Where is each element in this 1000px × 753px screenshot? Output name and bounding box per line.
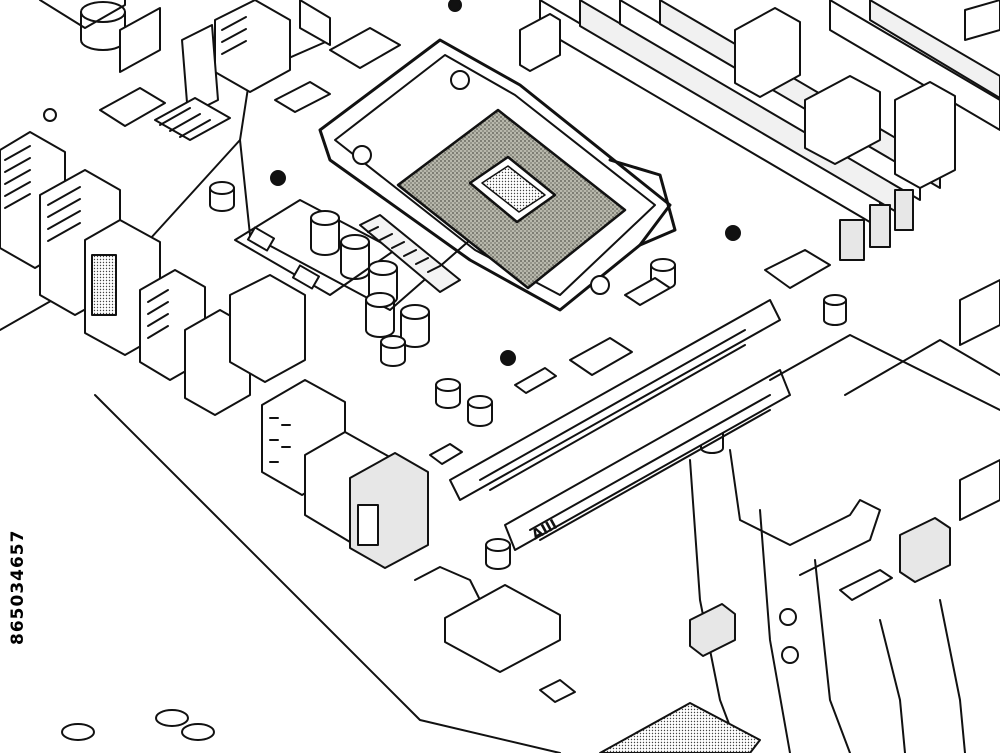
stock-id-label: 865034657 [8, 529, 28, 645]
board-region-lower [94, 394, 561, 753]
mount-hole-3 [500, 350, 516, 366]
pcie-slots [429, 249, 831, 551]
traces [414, 334, 1000, 753]
chipset [61, 584, 761, 753]
rear-connectors [261, 379, 429, 569]
mount-hole-2 [725, 225, 741, 241]
vrm-area [234, 199, 461, 367]
mount-hole-1 [270, 170, 286, 186]
misc-components [39, 0, 1000, 346]
mount-hole-4 [448, 0, 462, 12]
io-panel [0, 131, 306, 416]
cpu-socket [318, 38, 677, 312]
